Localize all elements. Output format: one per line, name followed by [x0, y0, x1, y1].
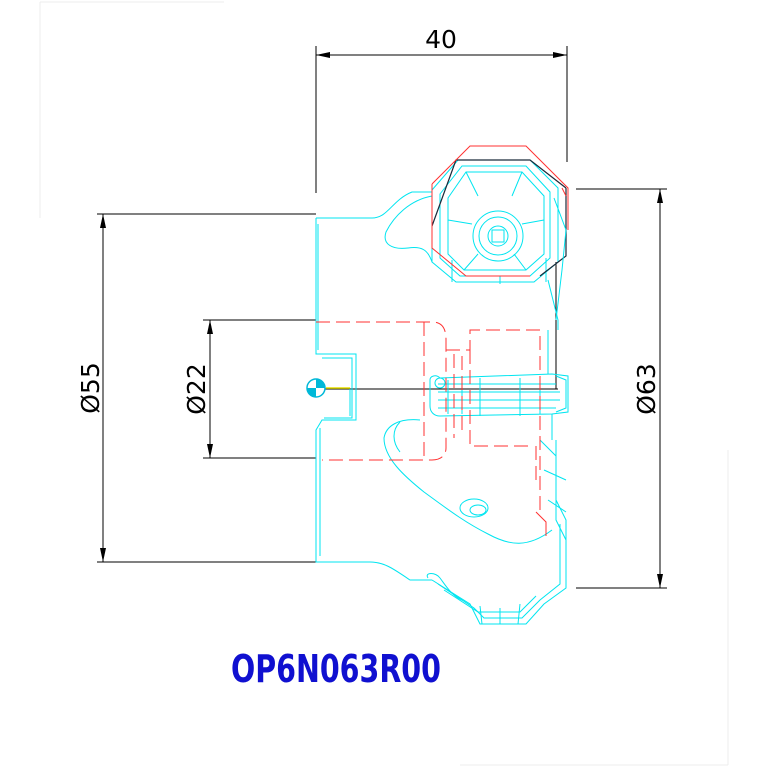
part-code-label: OP6N063R00	[231, 647, 441, 691]
tool-body-outline	[315, 191, 553, 581]
dimension-diameter-left: Ø55	[76, 213, 316, 563]
dimension-label-dia-63: Ø63	[632, 363, 661, 415]
lower-insert	[426, 439, 567, 625]
dimension-label-dia-55: Ø55	[76, 362, 105, 414]
dimension-label-width: 40	[425, 25, 457, 54]
upper-insert	[431, 159, 567, 330]
dimension-label-dia-22: Ø22	[182, 363, 211, 415]
hidden-lines	[316, 145, 569, 536]
middle-insert	[429, 330, 569, 440]
dimension-width-top: 40	[315, 25, 568, 193]
sheet-borders	[39, 1, 729, 766]
dimension-diameter-right: Ø63	[576, 188, 667, 589]
dimension-diameter-inner: Ø22	[182, 319, 316, 459]
center-mark	[306, 378, 350, 398]
